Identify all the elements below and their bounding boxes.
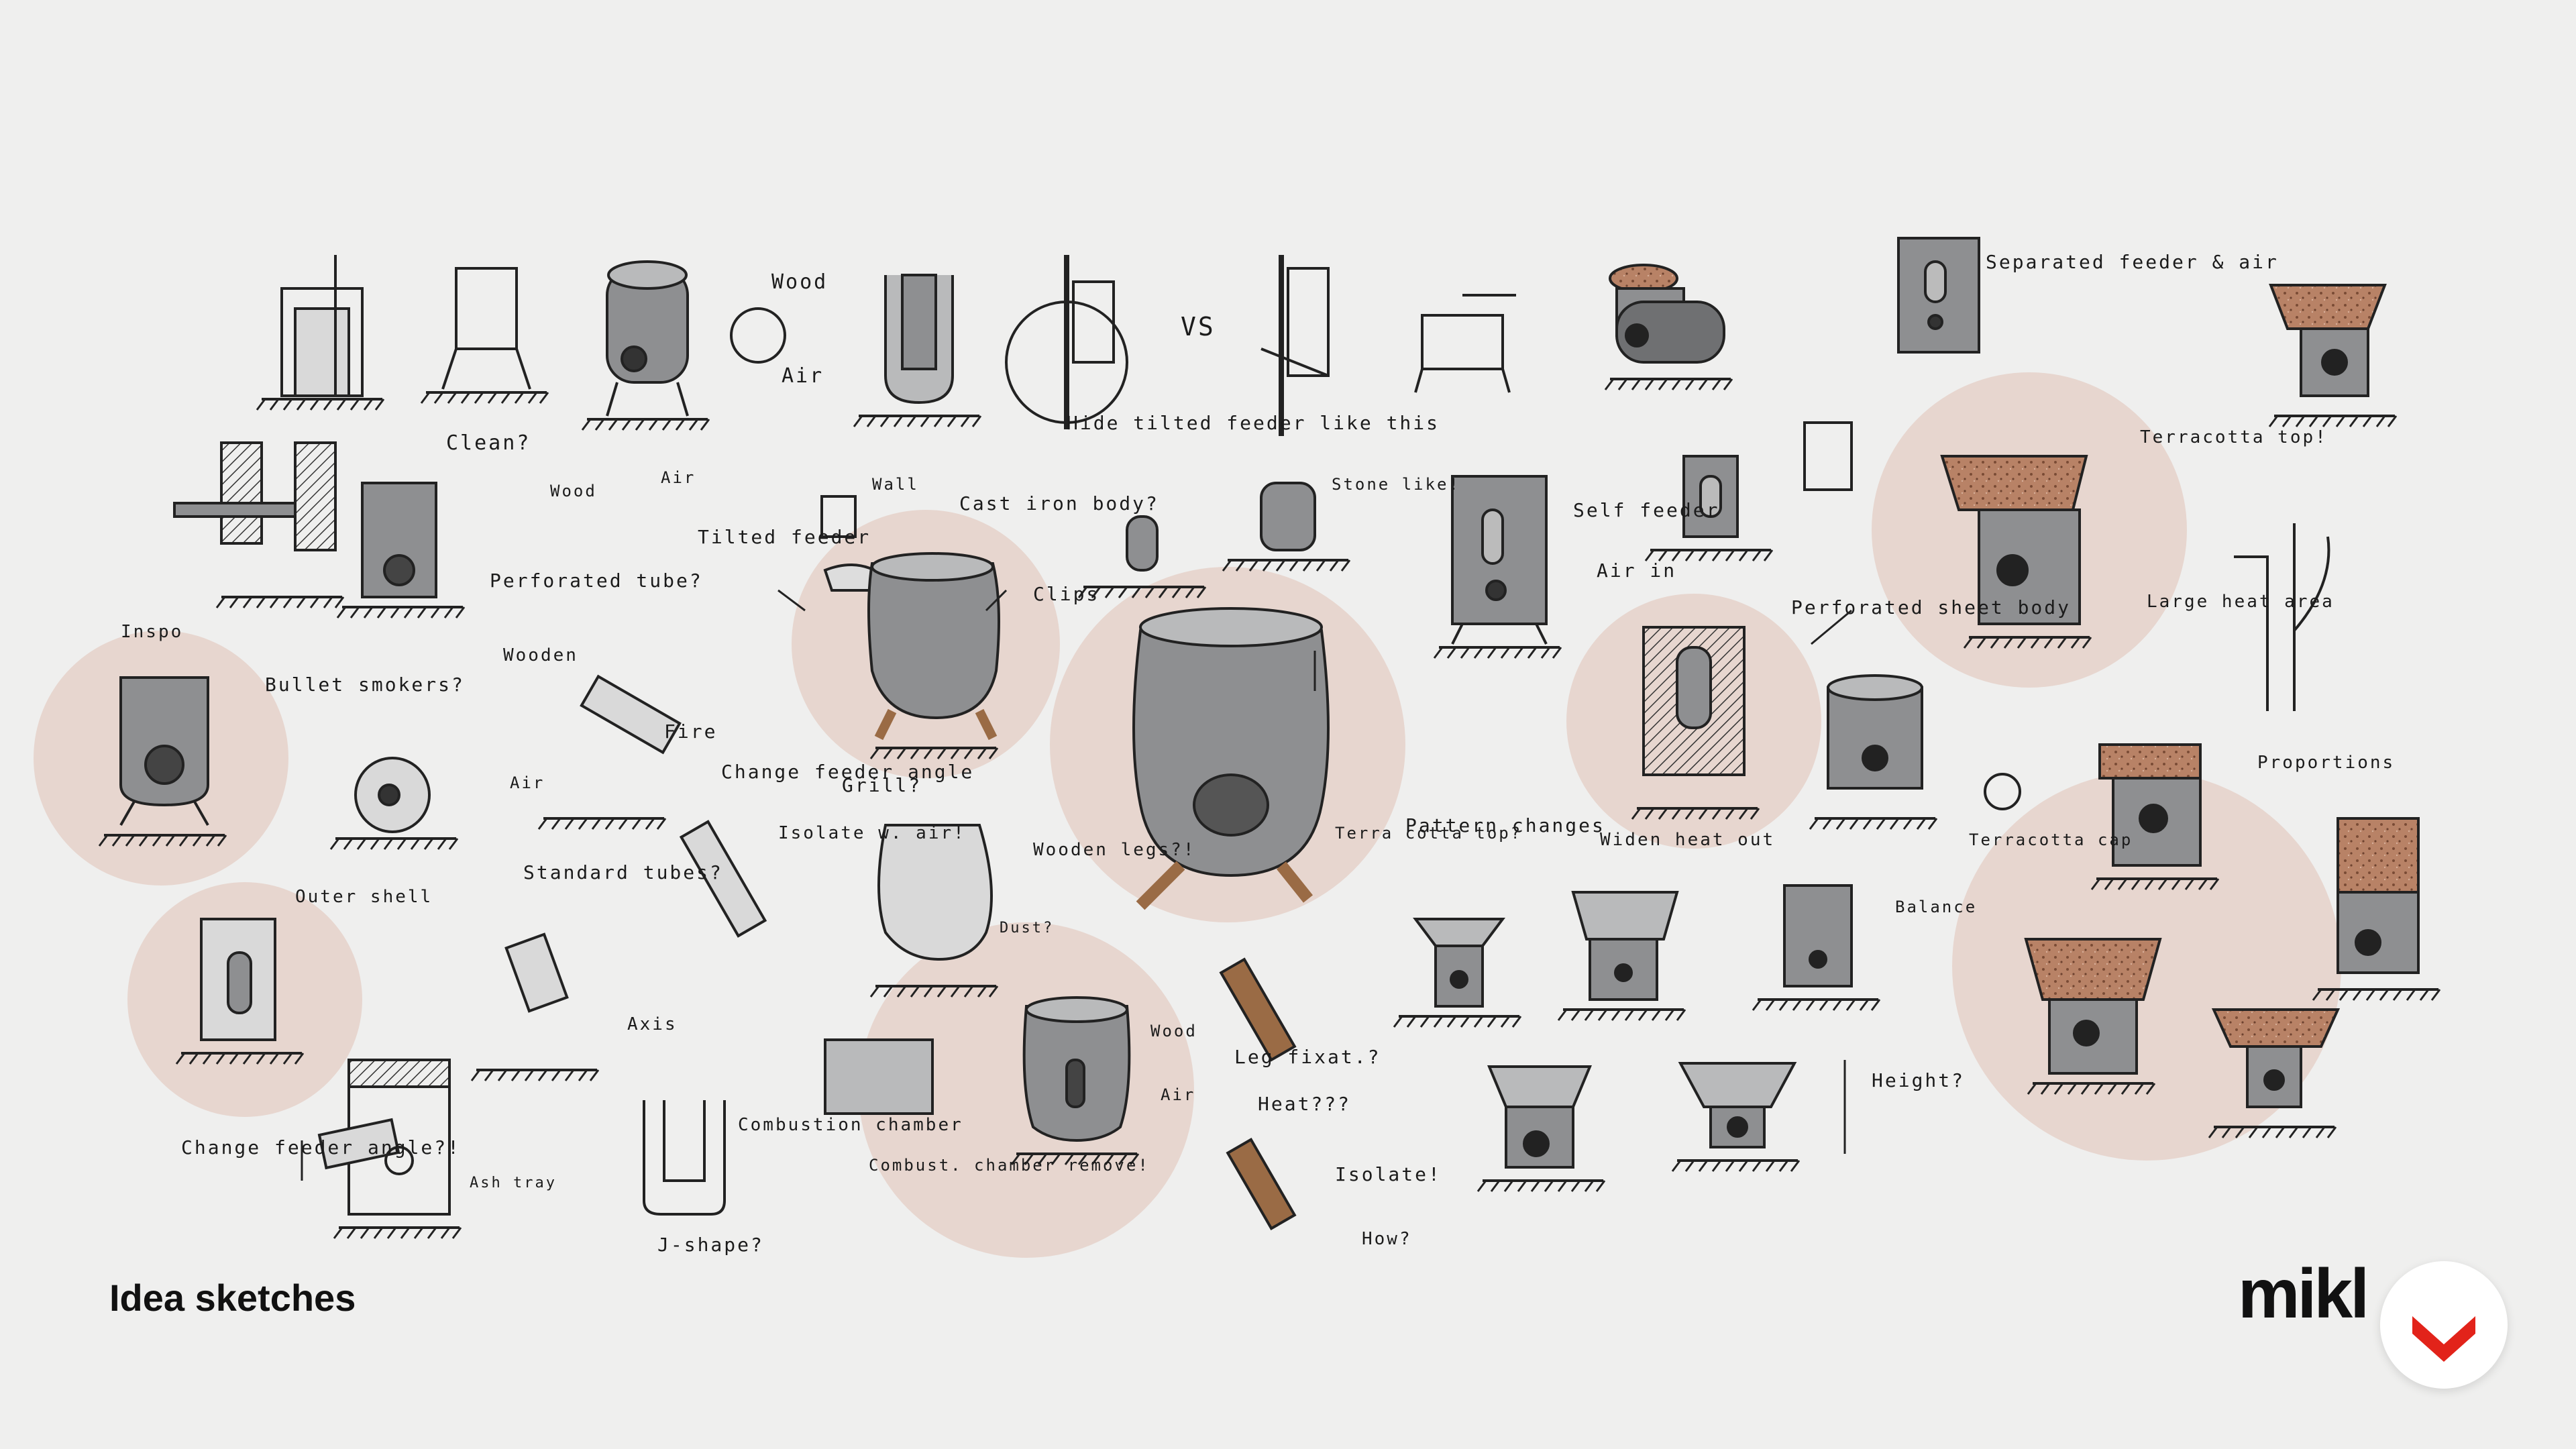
annotation: Balance	[1895, 898, 1977, 916]
stove-sketch	[1809, 674, 2021, 830]
annotation: Terracotta cap	[1969, 830, 2133, 849]
stove-sketch	[1897, 237, 1980, 354]
stove-sketch	[98, 676, 227, 847]
annotation: Grill?	[842, 774, 922, 796]
annotation: Change feeder angle	[721, 761, 974, 783]
stove-sketch	[1940, 455, 2092, 649]
annotation: Wood	[1150, 1022, 1197, 1040]
stove-sketch	[175, 918, 305, 1065]
stove-sketch	[643, 1100, 726, 1216]
annotation: Leg fixat.?	[1234, 1046, 1381, 1068]
stove-sketch	[470, 932, 600, 1082]
stove-sketch	[2090, 743, 2441, 1002]
stove-sketch	[1005, 255, 1128, 429]
stove-sketch	[1077, 482, 1351, 599]
annotation: Air	[510, 773, 545, 792]
annotation: Combustion chamber	[738, 1115, 963, 1135]
annotation: Self feeder	[1573, 499, 1719, 521]
stove-sketch	[2234, 523, 2330, 711]
annotation: Hide tilted feeder like this	[1067, 412, 1440, 434]
stove-sketch	[329, 757, 459, 851]
annotation: Air in	[1597, 559, 1676, 582]
annotation: Separated feeder & air	[1986, 251, 2279, 273]
annotation: Isolate w. air!	[778, 823, 966, 843]
annotation: Inspo	[121, 622, 183, 642]
annotation: Standard tubes?	[523, 861, 723, 883]
annotation: Large heat area	[2147, 592, 2334, 612]
annotation: Air	[1161, 1085, 1195, 1104]
stove-sketch	[1414, 294, 1516, 393]
annotation: Change feeder angle?!	[181, 1136, 461, 1159]
stove-sketch	[1631, 626, 1760, 820]
stove-sketch	[537, 674, 682, 830]
stove-sketch	[420, 267, 549, 405]
stove-sketch	[317, 1059, 462, 1240]
annotation: Terra cotta top?	[1335, 824, 1522, 843]
annotation: Wooden	[503, 645, 578, 665]
annotation: Proportions	[2257, 753, 2395, 773]
stove-sketch	[679, 820, 999, 998]
annotation: Height?	[1872, 1069, 1965, 1091]
annotation: Terracotta top!	[2140, 427, 2328, 447]
annotation: How?	[1362, 1229, 1412, 1249]
annotation: Heat???	[1258, 1093, 1351, 1115]
annotation: Widen heat out	[1600, 830, 1775, 850]
annotation: Air	[782, 364, 824, 388]
arrows	[301, 589, 1852, 1181]
annotation: Dust?	[1000, 920, 1054, 936]
stove-sketch	[1132, 607, 1330, 910]
annotation: Isolate!	[1335, 1163, 1442, 1185]
stove-sketch	[853, 274, 982, 428]
annotation: Tilted feeder	[698, 526, 871, 548]
annotation: Clean?	[446, 431, 531, 455]
stove-sketch	[1260, 255, 1330, 436]
annotation: Cast iron body?	[959, 492, 1159, 515]
annotation: Axis	[627, 1014, 678, 1034]
stove-sketch	[581, 260, 786, 431]
stove-sketch	[1393, 884, 1881, 1028]
stove-sketch	[2268, 284, 2398, 428]
annotation: Air	[661, 468, 696, 487]
annotation: Outer shell	[295, 887, 433, 907]
annotation: Ash tray	[470, 1175, 557, 1191]
annotation: Perforated sheet body	[1791, 596, 2071, 619]
annotation: VS	[1181, 312, 1216, 341]
annotation: Clips	[1033, 583, 1099, 605]
stove-sketch	[824, 996, 1140, 1166]
stove-sketch	[256, 255, 385, 411]
stove-sketch	[2024, 938, 2341, 1139]
stove-sketch	[173, 441, 466, 619]
annotation: Bullet smokers?	[265, 674, 465, 696]
annotation: Combust. chamber remove!	[869, 1156, 1150, 1175]
annotation: Perforated tube?	[490, 570, 703, 592]
stove-sketch	[1604, 264, 1733, 391]
annotation: Pattern changes	[1405, 814, 1605, 837]
stove-sketch	[1477, 1062, 1801, 1193]
chevron-down-icon	[2412, 1316, 2475, 1362]
stove-sketch	[1433, 475, 1562, 659]
brand-logo: mikl	[2238, 1255, 2369, 1333]
stove-sketch	[1644, 421, 1853, 562]
stove-sketch	[1219, 957, 1297, 1231]
annotation: Wood	[771, 270, 828, 294]
annotation: Fire	[664, 720, 717, 743]
brand-badge[interactable]	[2380, 1261, 2508, 1389]
page-caption: Idea sketches	[109, 1277, 356, 1319]
annotation: Stone like!	[1332, 475, 1460, 494]
annotation: Wall	[872, 475, 919, 494]
annotation: J-shape?	[657, 1234, 764, 1256]
annotation: Wood	[550, 482, 597, 500]
annotation: Wooden legs?!	[1033, 840, 1196, 860]
stove-sketch	[867, 552, 1000, 760]
